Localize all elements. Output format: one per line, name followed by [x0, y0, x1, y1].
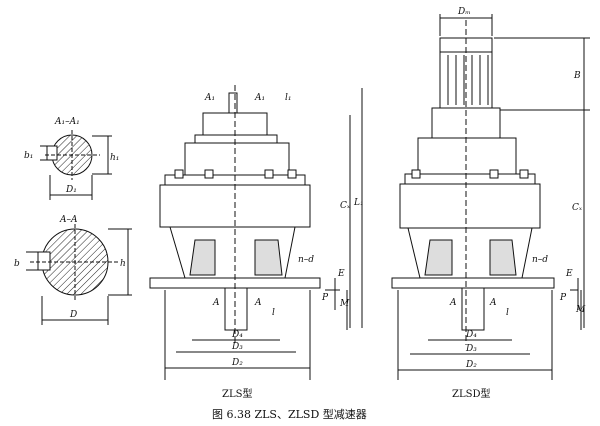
- zls-reducer: [149, 85, 363, 380]
- a-left-2: A: [254, 298, 262, 308]
- d-label: D: [69, 310, 77, 320]
- section-a-a: A–A: [26, 215, 132, 325]
- dm-label: Dₘ: [457, 7, 471, 17]
- d4-right-label: D₄: [465, 330, 477, 340]
- section-a1-label: A₁–A₁: [54, 117, 80, 127]
- section-a1-a1: A₁–A₁: [40, 117, 112, 200]
- d4-left-label: D₄: [231, 330, 243, 340]
- b-motor-label: B: [573, 71, 581, 81]
- a-left-1: A: [212, 298, 220, 308]
- l-left-label: l: [272, 308, 275, 318]
- cf-label: Cₓ: [340, 201, 351, 211]
- b-label: b: [14, 259, 20, 269]
- section-a-label: A–A: [59, 215, 78, 225]
- zlsd-caption: ZLSD型: [452, 387, 490, 400]
- d2-right-label: D₂: [465, 360, 477, 370]
- d3-right-label: D₃: [465, 344, 477, 354]
- zlsd-reducer: [391, 14, 590, 380]
- nd-left-label: n–d: [298, 255, 314, 265]
- l-right-label: l: [506, 308, 509, 318]
- m-right-label: M: [575, 305, 586, 315]
- zls-caption: ZLS型: [222, 387, 252, 400]
- nd-right-label: n–d: [532, 255, 548, 265]
- p-left-label: P: [321, 293, 329, 303]
- a1-arrow-right: A₁: [254, 93, 265, 103]
- e-right-label: E: [565, 269, 573, 279]
- a-right-1: A: [449, 298, 457, 308]
- b1-label: b₁: [24, 151, 33, 161]
- d3-left-label: D₃: [231, 342, 243, 352]
- d1-label: D₁: [65, 185, 77, 195]
- cf-right-label: Cₓ: [572, 203, 583, 213]
- a-right-2: A: [489, 298, 497, 308]
- l1-top-label: l₁: [285, 93, 292, 103]
- h-label: h: [120, 259, 126, 269]
- p-right-label: P: [559, 293, 567, 303]
- m-left-label: M: [339, 299, 350, 309]
- a1-arrow-left: A₁: [204, 93, 215, 103]
- h1-label: h₁: [110, 153, 119, 163]
- l1-label: L₁: [353, 198, 364, 208]
- e-left-label: E: [337, 269, 345, 279]
- figure-title: 图 6.38 ZLS、ZLSD 型减速器: [212, 407, 367, 421]
- d2-left-label: D₂: [231, 358, 243, 368]
